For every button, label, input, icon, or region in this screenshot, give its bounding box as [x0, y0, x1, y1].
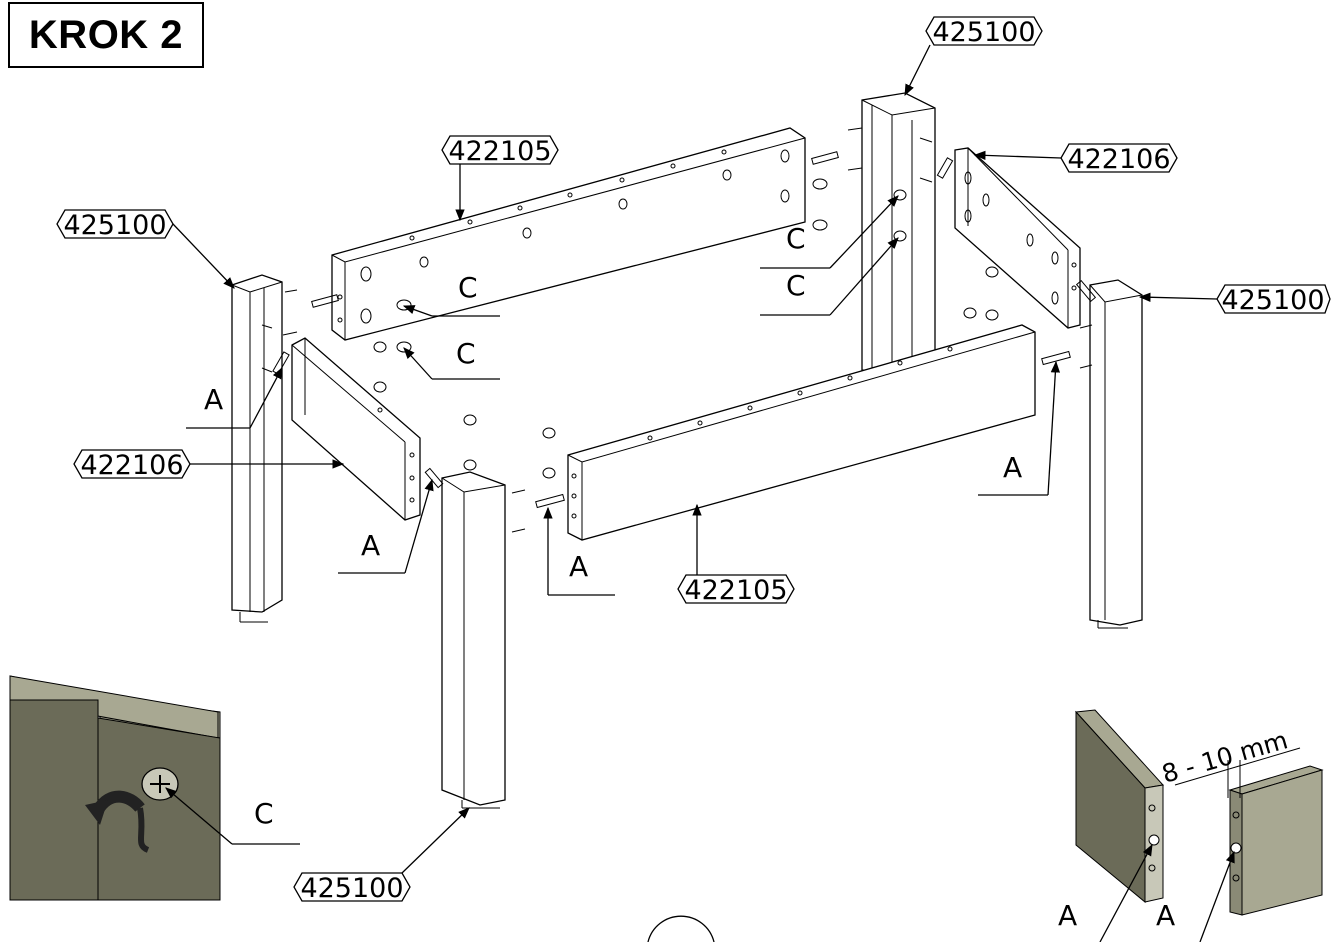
cam-lock-letter: C — [786, 222, 806, 255]
callout-dowel-left-rail: A — [338, 478, 434, 574]
cam-lock-letter: C — [786, 269, 806, 302]
cam-lock-letter: C — [458, 271, 478, 304]
leg-right — [1089, 279, 1143, 629]
callout-cam-back-top: C — [402, 271, 500, 317]
part-tag-leg-right: 425100 — [1138, 284, 1331, 316]
leg-front — [441, 471, 506, 809]
callout-dowel-detail-left: A — [1058, 843, 1153, 942]
part-label: 422105 — [684, 575, 787, 606]
part-tag-leg-front: 425100 — [293, 807, 470, 904]
part-label: 422106 — [1067, 144, 1170, 175]
dowels — [261, 127, 1097, 533]
part-tag-leg-top-left: 425100 — [56, 209, 235, 289]
dowel-letter: A — [361, 529, 380, 562]
dowel-letter: A — [1156, 899, 1175, 932]
step-title: KROK 2 — [28, 12, 184, 57]
callout-dowel-front-rail: A — [543, 506, 615, 596]
dowel-letter: A — [1003, 451, 1022, 484]
leg-left — [231, 274, 283, 623]
leg-back-right — [861, 92, 936, 373]
rail-short-left — [291, 337, 421, 521]
dowel-letter: A — [204, 383, 223, 416]
part-label: 422106 — [80, 450, 183, 481]
callout-cam-right-top: C — [760, 195, 899, 269]
rail-short-right — [954, 147, 1081, 329]
step-title-box: KROK 2 — [8, 2, 204, 68]
part-tag-rail-short-left: 422106 — [73, 449, 345, 481]
detail-cam-lock — [9, 675, 221, 901]
part-label: 425100 — [1221, 285, 1324, 316]
part-label: 422105 — [448, 136, 551, 167]
part-tag-rail-long-back: 422105 — [441, 135, 559, 222]
callout-cam-detail: C — [165, 787, 300, 845]
dowel-letter: A — [1058, 899, 1077, 932]
partial-circle — [647, 915, 715, 942]
cam-locks — [373, 178, 999, 479]
detail-dowel-depth — [1074, 709, 1324, 916]
part-label: 425100 — [63, 210, 166, 241]
callout-dowel-detail-right: A — [1156, 850, 1235, 942]
part-tag-rail-short-right: 422106 — [973, 143, 1178, 175]
callout-dowel-left-leg: A — [186, 366, 283, 429]
cam-lock-letter: C — [254, 797, 274, 830]
part-tag-rail-long-front: 422105 — [677, 503, 795, 606]
dowel-letter: A — [569, 550, 588, 583]
callout-cam-right-bottom: C — [760, 237, 899, 316]
part-tag-leg-top-right: 425100 — [904, 16, 1043, 97]
rail-long-front — [567, 324, 1036, 541]
callout-cam-back-bottom: C — [403, 337, 500, 380]
callout-dowel-right-rail: A — [978, 360, 1061, 496]
cam-lock-letter: C — [456, 337, 476, 370]
part-label: 425100 — [932, 17, 1035, 48]
rail-long-back — [331, 127, 806, 341]
part-label: 425100 — [300, 873, 403, 904]
